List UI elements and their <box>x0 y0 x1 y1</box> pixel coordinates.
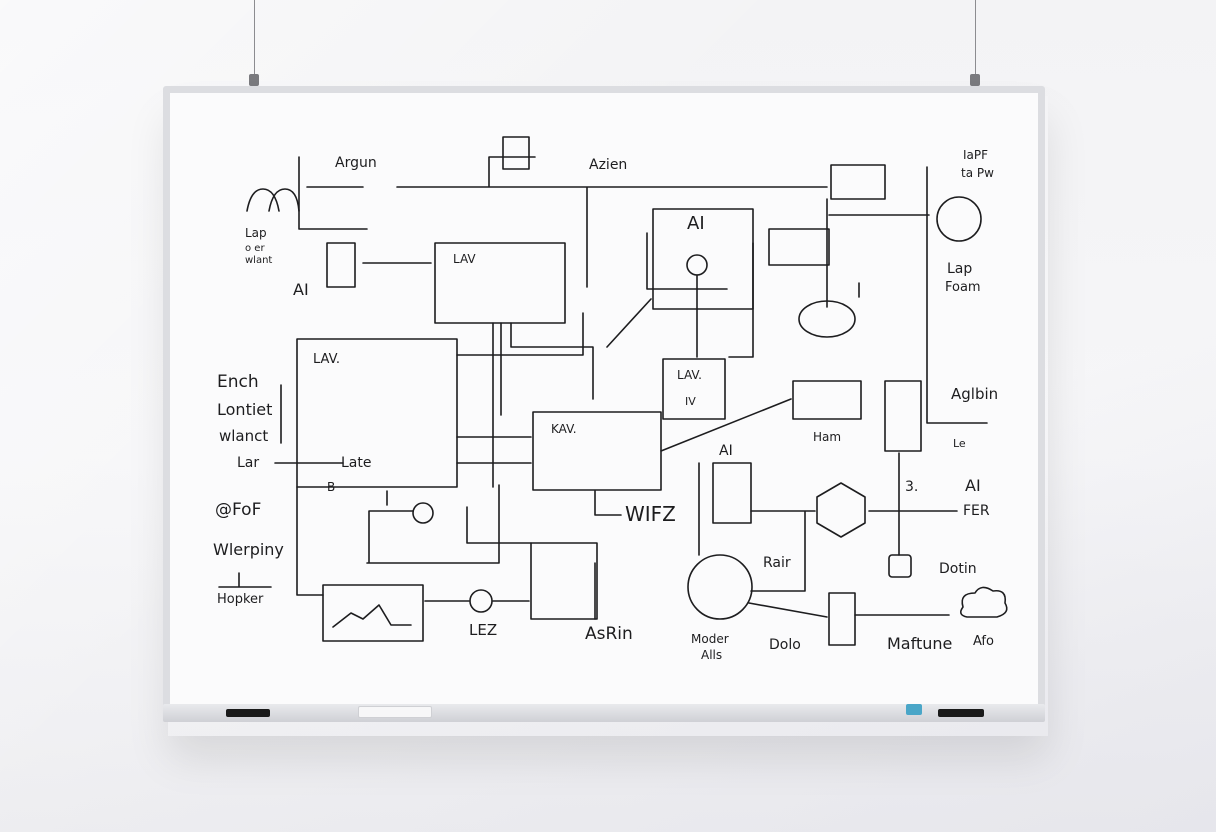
eraser[interactable] <box>358 706 432 718</box>
ai-document <box>712 462 752 524</box>
hanging-wire-right <box>975 0 976 78</box>
label-enrich-1: Ench <box>217 372 259 392</box>
label-dotin: Dotin <box>939 561 977 577</box>
lav-small-box <box>662 358 726 420</box>
label-ai-mid: AI <box>719 443 733 459</box>
label-lap-left-1: Lap <box>245 226 267 240</box>
label-lez: LEZ <box>469 621 497 639</box>
label-late: Late <box>341 455 371 471</box>
doc-icon-left <box>326 242 356 288</box>
users-icon <box>246 188 300 212</box>
hanging-wire-left <box>254 0 255 78</box>
label-algebin: Aglbin <box>951 385 998 403</box>
label-ai-right: AI <box>965 476 981 495</box>
label-lap-right-1: Lap <box>947 261 972 277</box>
lav-big-box <box>296 338 458 488</box>
lower-right-connectors <box>698 452 958 618</box>
hexagon-node <box>816 482 866 538</box>
ham-device <box>792 380 862 420</box>
label-afo: Afo <box>973 634 994 649</box>
label-three: 3. <box>905 479 918 495</box>
ai-node-circle <box>686 254 708 276</box>
face-circle <box>936 196 982 242</box>
label-agent-right: Azien <box>589 157 627 173</box>
lez-circle <box>469 589 493 613</box>
label-dolo: Dolo <box>769 637 801 653</box>
label-foaf: @FoF <box>215 500 261 520</box>
lower-middle-connectors <box>424 506 596 620</box>
asrin-box <box>530 542 598 620</box>
doc-icon-top <box>502 136 530 170</box>
label-maftune: Maftune <box>887 634 952 653</box>
marker-black-right[interactable] <box>938 709 984 717</box>
kav-connectors <box>456 398 792 516</box>
lock-icon <box>888 554 912 578</box>
label-lav-box: LAV <box>453 252 476 266</box>
whiteboard-diagram: Argun Azien IaPF ta Pw Lap o er wlant AI… <box>213 136 1008 662</box>
lav-box <box>434 242 566 324</box>
lower-left-connectors <box>274 462 500 596</box>
label-enrich-3: wlanct <box>219 427 268 445</box>
middle-connectors <box>362 262 594 488</box>
label-lav-small: LAV. <box>677 368 702 382</box>
label-b-mark: B <box>327 480 335 494</box>
label-kav-box: KAV. <box>551 422 577 436</box>
label-ai-center: AI <box>687 213 705 234</box>
label-ham: Ham <box>813 430 841 444</box>
monitor-box <box>830 164 886 200</box>
dolo-device <box>828 592 856 646</box>
marker-blue[interactable] <box>906 704 922 715</box>
hanging-clip-left <box>249 74 259 86</box>
label-lar: Lar <box>237 455 259 471</box>
hanging-clip-right <box>970 74 980 86</box>
label-wifz: WIFZ <box>625 502 676 526</box>
label-asrin: AsRin <box>585 624 633 644</box>
label-lap-left-3: wlant <box>245 255 272 266</box>
left-ticks <box>218 384 282 588</box>
marker-black-left[interactable] <box>226 709 270 717</box>
switch-box <box>768 228 830 266</box>
rair-circle <box>687 554 753 620</box>
label-enrich-2: Lontiet <box>217 400 272 419</box>
label-lav-small-2: IV <box>685 395 696 408</box>
phone-device <box>884 380 922 452</box>
label-rair: Rair <box>763 555 791 571</box>
label-top-right-note-1: IaPF <box>963 148 988 162</box>
label-hopker: Hopker <box>217 592 264 607</box>
whiteboard: Argun Azien IaPF ta Pw Lap o er wlant AI… <box>163 86 1045 722</box>
label-agent-top: Argun <box>335 155 377 171</box>
right-connectors <box>826 166 988 424</box>
chart-line <box>332 604 412 628</box>
cloud-icon <box>959 586 1008 618</box>
label-moder-2: Alls <box>701 648 722 662</box>
ai-connectors <box>606 232 754 358</box>
chart-panel <box>322 584 424 642</box>
label-moder-1: Moder <box>691 632 729 646</box>
label-le: Le <box>953 437 966 450</box>
gear-icon <box>412 502 434 524</box>
label-top-right-note-2: ta Pw <box>961 166 994 180</box>
label-lap-left-2: o er <box>245 243 265 254</box>
label-ai-left: AI <box>293 280 309 299</box>
label-wlerpiny: Wlerpiny <box>213 540 284 559</box>
label-lav-big-box: LAV. <box>313 352 340 367</box>
top-connectors <box>298 156 828 288</box>
label-lap-right-2: Foam <box>945 280 981 295</box>
label-fer: FER <box>963 503 990 519</box>
